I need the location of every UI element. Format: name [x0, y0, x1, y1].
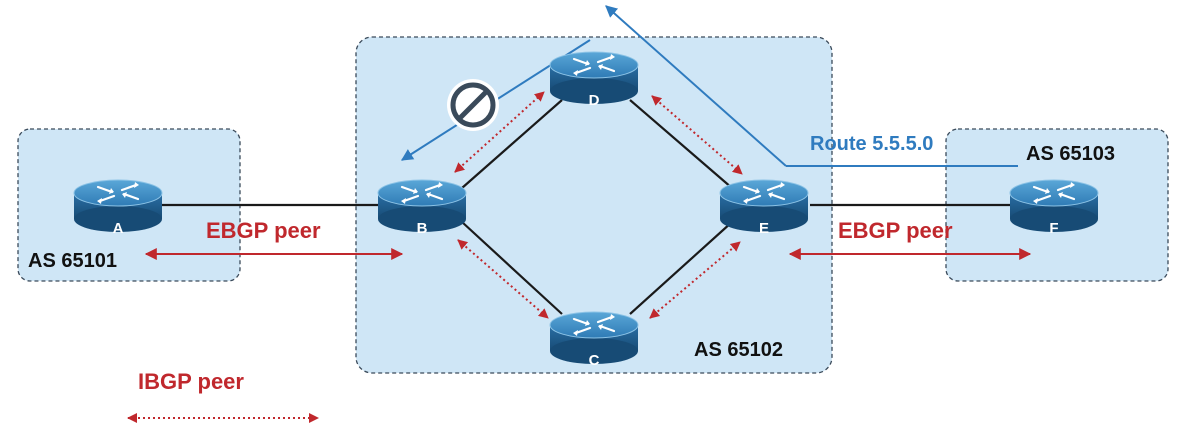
router-b-label: B	[417, 220, 428, 237]
route-arrow-up	[605, 5, 787, 167]
router-e[interactable]: E	[718, 178, 810, 237]
ebgp-peer-label-left: EBGP peer	[206, 218, 321, 243]
router-e-label: E	[759, 220, 769, 237]
router-a-label: A	[113, 220, 124, 237]
ibgp-legend-label: IBGP peer	[138, 369, 244, 394]
router-c[interactable]: C	[548, 310, 640, 369]
router-d-label: D	[589, 92, 600, 109]
router-f-label: F	[1049, 220, 1058, 237]
router-d[interactable]: D	[548, 50, 640, 109]
as-65101-label: AS 65101	[28, 250, 117, 272]
router-b[interactable]: B	[376, 178, 468, 237]
as-65103-label: AS 65103	[1026, 143, 1115, 165]
route-label: Route 5.5.5.0	[810, 133, 933, 155]
router-c-label: C	[589, 352, 600, 369]
no-entry-icon	[447, 79, 499, 131]
router-f[interactable]: F	[1008, 178, 1100, 237]
ebgp-peer-label-right: EBGP peer	[838, 218, 953, 243]
router-a[interactable]: A	[72, 178, 164, 237]
as-65102-label: AS 65102	[694, 339, 783, 361]
